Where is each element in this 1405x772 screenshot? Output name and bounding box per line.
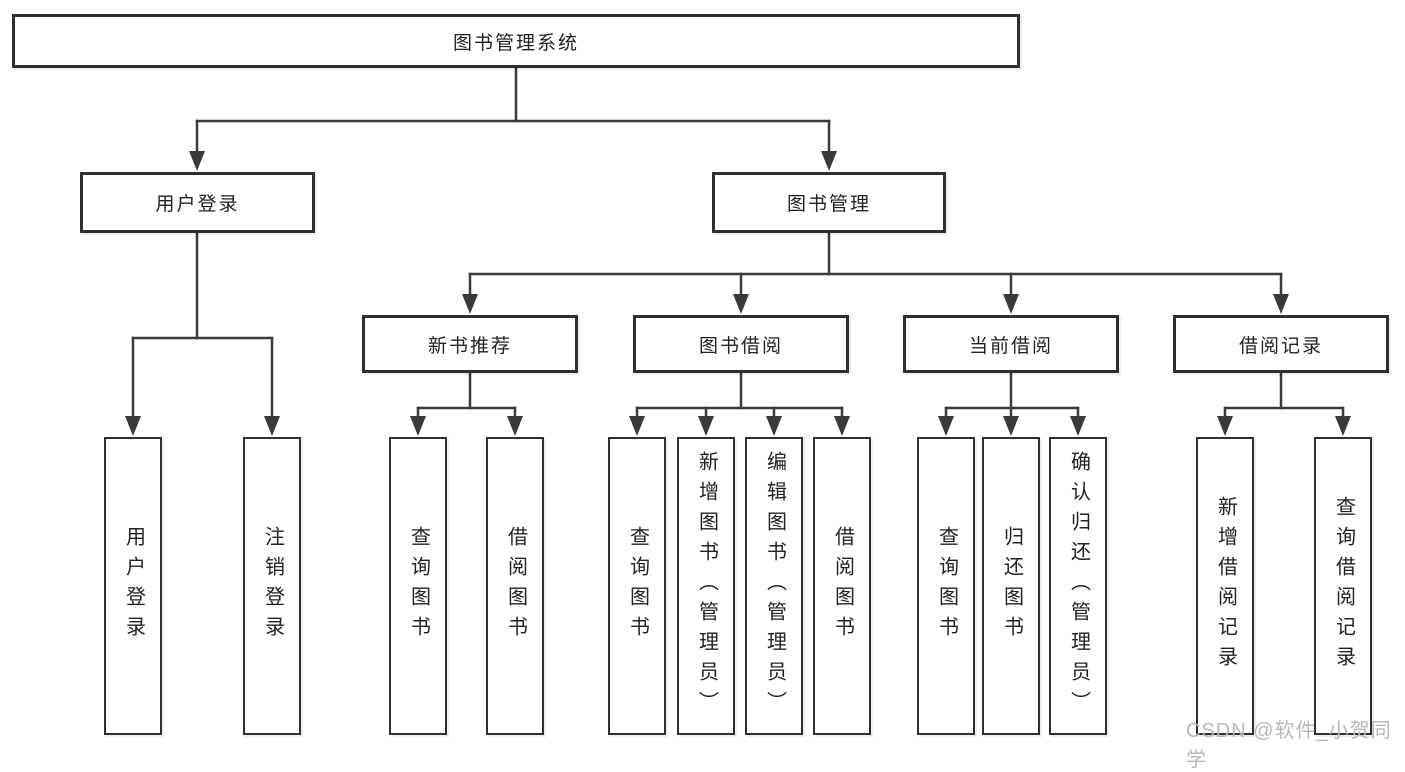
- leaf-add-borrow-record: 新增借阅记录: [1196, 437, 1254, 735]
- node-label: 新增借阅记录: [1214, 496, 1237, 676]
- node-label: 查询图书: [626, 526, 649, 646]
- leaf-borrow-books-recommend: 借阅图书: [486, 437, 544, 735]
- node-label: 借阅图书: [831, 526, 854, 646]
- arrowhead-icon: [1217, 416, 1233, 436]
- node-library-management-system: 图书管理系统: [12, 14, 1020, 68]
- node-book-management: 图书管理: [712, 172, 946, 233]
- arrowhead-icon: [189, 151, 205, 171]
- leaf-confirm-return-admin: 确认归还（管理员）: [1049, 437, 1107, 735]
- csdn-watermark: CSDN @软件_小贺同学: [1186, 720, 1392, 771]
- arrowhead-icon: [507, 416, 523, 436]
- leaf-edit-book-admin: 编辑图书（管理员）: [745, 437, 803, 735]
- arrowhead-icon: [834, 416, 850, 436]
- node-label: 当前借阅: [968, 335, 1053, 357]
- arrowhead-icon: [1003, 294, 1019, 314]
- node-label: 用户登录: [122, 526, 145, 646]
- node-label: 用户登录: [155, 194, 240, 215]
- diagram-canvas: 图书管理系统 用户登录 图书管理 新书推荐 图书借阅 当前借阅 借阅记录 用户登…: [12, 14, 1391, 771]
- arrowhead-icon: [698, 416, 714, 436]
- node-label: 借阅图书: [504, 526, 527, 646]
- arrowhead-icon: [1003, 416, 1019, 436]
- arrowhead-icon: [1070, 416, 1086, 436]
- node-label: 新增图书（管理员）: [695, 451, 718, 721]
- leaf-user-login: 用户登录: [104, 437, 162, 735]
- arrowhead-icon: [938, 416, 954, 436]
- arrowhead-icon: [733, 294, 749, 314]
- node-new-book-recommend: 新书推荐: [362, 315, 578, 373]
- node-label: 新书推荐: [427, 335, 512, 357]
- arrowhead-icon: [264, 416, 280, 436]
- node-label: 编辑图书（管理员）: [763, 451, 786, 721]
- node-book-borrow: 图书借阅: [633, 315, 849, 373]
- arrowhead-icon: [766, 416, 782, 436]
- node-label: 查询图书: [407, 526, 430, 646]
- arrowhead-icon: [462, 294, 478, 314]
- connector-canvas: [125, 66, 1351, 436]
- arrowhead-icon: [1273, 294, 1289, 314]
- arrowhead-icon: [1335, 416, 1351, 436]
- arrowhead-icon: [629, 416, 645, 436]
- leaf-query-books-recommend: 查询图书: [389, 437, 447, 735]
- node-label: 注销登录: [261, 526, 284, 646]
- node-label: 查询图书: [935, 526, 958, 646]
- node-label: 归还图书: [1000, 526, 1023, 646]
- leaf-query-borrow-record: 查询借阅记录: [1314, 437, 1372, 735]
- node-borrow-records: 借阅记录: [1173, 315, 1389, 373]
- node-label: 借阅记录: [1238, 335, 1323, 357]
- arrowhead-icon: [410, 416, 426, 436]
- node-label: 图书借阅: [698, 335, 783, 357]
- leaf-borrow-books: 借阅图书: [813, 437, 871, 735]
- node-label: 图书管理系统: [452, 32, 579, 54]
- leaf-return-books: 归还图书: [982, 437, 1040, 735]
- node-label: 查询借阅记录: [1332, 496, 1355, 676]
- leaf-query-books-borrow: 查询图书: [608, 437, 666, 735]
- leaf-add-book-admin: 新增图书（管理员）: [677, 437, 735, 735]
- node-user-login: 用户登录: [80, 172, 315, 233]
- leaf-logout: 注销登录: [243, 437, 301, 735]
- node-current-borrow: 当前借阅: [903, 315, 1119, 373]
- node-label: 图书管理: [786, 194, 871, 215]
- arrowhead-icon: [821, 151, 837, 171]
- leaf-query-books-current: 查询图书: [917, 437, 975, 735]
- arrowhead-icon: [125, 416, 141, 436]
- node-label: 确认归还（管理员）: [1067, 451, 1090, 721]
